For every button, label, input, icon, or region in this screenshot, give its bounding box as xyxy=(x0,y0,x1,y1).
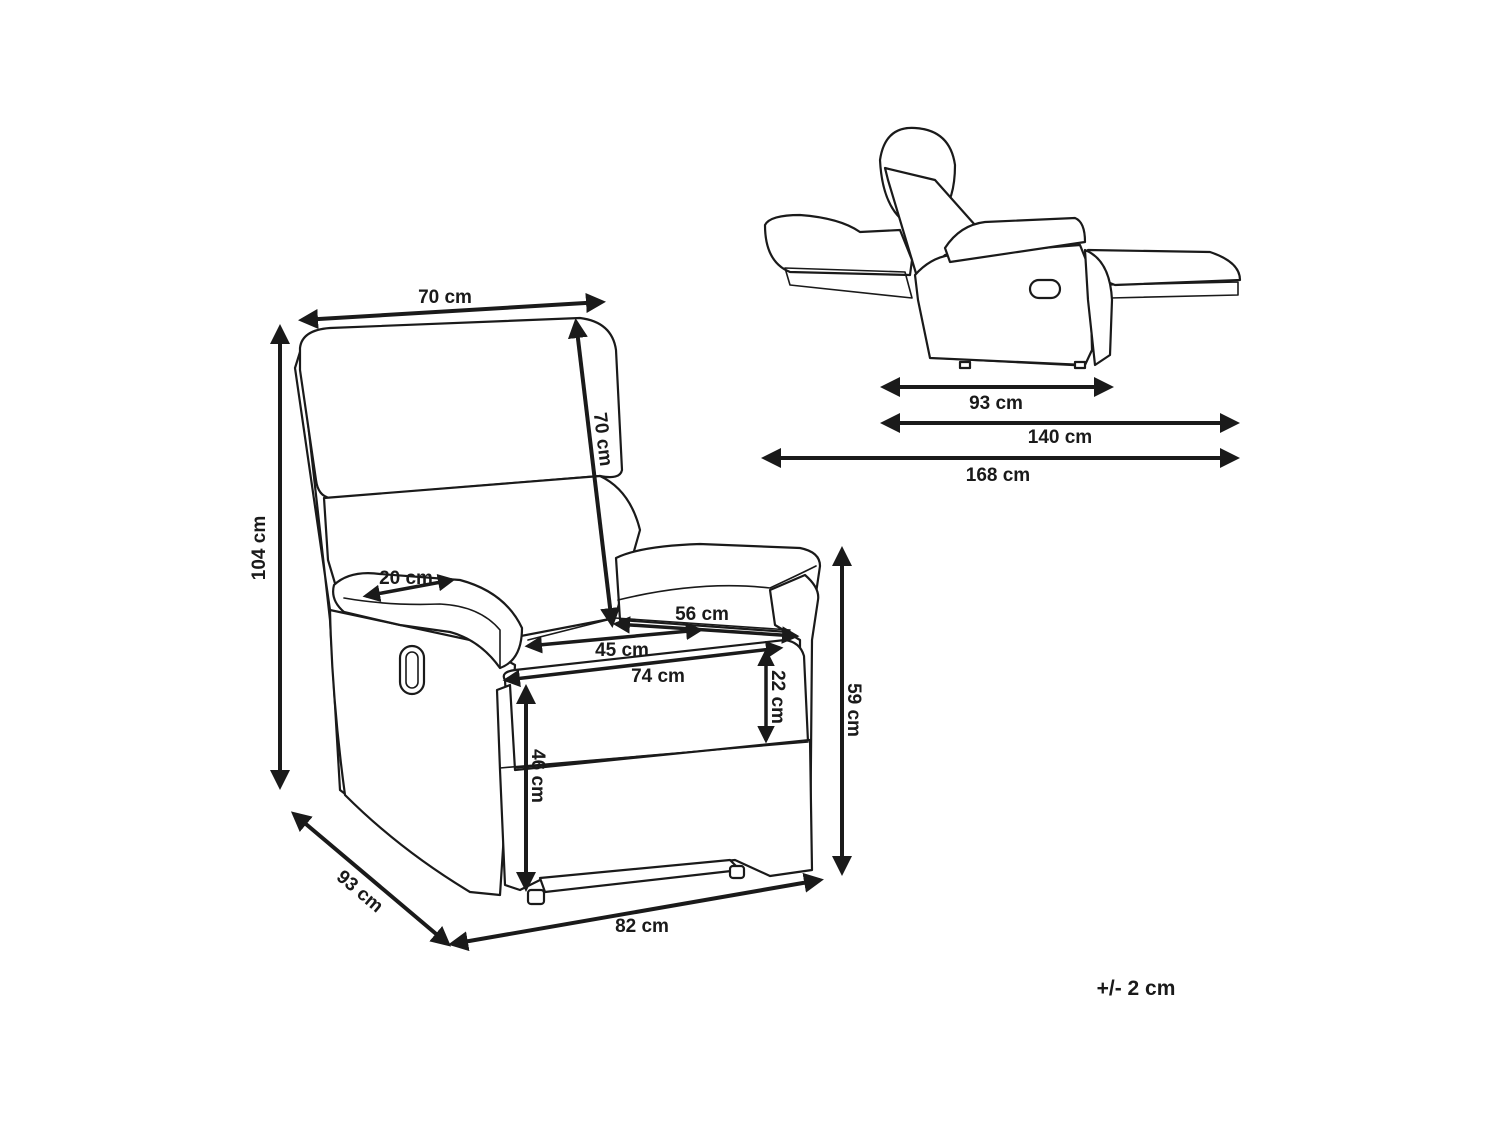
label-inner-width: 74 cm xyxy=(631,666,685,687)
dim-line-inner-width xyxy=(502,640,784,688)
dim-line-armrest-width xyxy=(362,573,456,603)
label-depth: 93 cm xyxy=(332,866,387,917)
recliner-front-view xyxy=(293,316,822,906)
dim-line-backrest-width xyxy=(298,292,606,330)
label-armrest-width: 20 cm xyxy=(379,568,433,589)
recliner-side-view xyxy=(763,126,1242,370)
dim-line-backrest-height xyxy=(567,318,621,628)
label-total-width: 82 cm xyxy=(615,916,669,937)
dim-line-total-width xyxy=(448,872,824,952)
tolerance-note: +/- 2 cm xyxy=(1097,977,1176,1000)
label-total-height: 104 cm xyxy=(249,516,270,580)
label-armrest-height: 22 cm xyxy=(767,670,788,724)
dim-line-depth xyxy=(290,811,452,947)
label-reclined-168: 168 cm xyxy=(966,465,1030,486)
label-arm-height: 59 cm xyxy=(843,683,864,737)
label-seat-height: 46 cm xyxy=(527,749,548,803)
label-reclined-140: 140 cm xyxy=(1028,427,1092,448)
label-reclined-93: 93 cm xyxy=(969,393,1023,414)
label-seat-width: 45 cm xyxy=(595,640,649,661)
label-backrest-width: 70 cm xyxy=(418,287,472,308)
label-seat-depth: 56 cm xyxy=(675,604,729,625)
